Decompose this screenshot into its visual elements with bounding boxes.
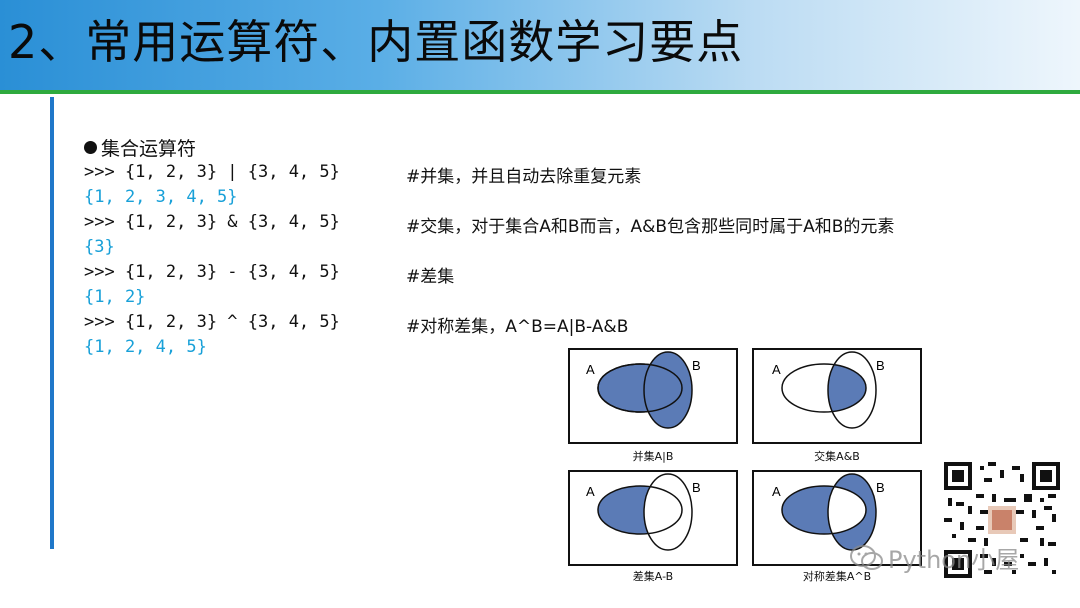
section-label: 集合运算符 xyxy=(101,138,197,160)
title-divider xyxy=(0,90,1080,94)
code-input: >>> {1, 2, 3} & {3, 4, 5} xyxy=(84,212,340,232)
qr-code-image xyxy=(944,462,1060,578)
venn-union-diagram: A B xyxy=(568,348,738,444)
watermark: Python小屋 xyxy=(850,540,1019,575)
code-comment: #并集，并且自动去除重复元素 xyxy=(406,167,642,187)
set-b-label: B xyxy=(876,480,885,495)
code-input: >>> {1, 2, 3} | {3, 4, 5} xyxy=(84,162,340,182)
code-comment: #交集，对于集合A和B而言，A&B包含那些同时属于A和B的元素 xyxy=(406,217,895,237)
set-a-label: A xyxy=(772,484,781,499)
set-b-label: B xyxy=(692,480,701,495)
set-a-label: A xyxy=(586,362,595,377)
venn-caption: 对称差集A^B xyxy=(802,570,872,583)
code-output: {1, 2, 3, 4, 5} xyxy=(84,187,238,207)
section-bullet: 集合运算符 xyxy=(84,134,196,161)
code-comment: #对称差集，A^B=A|B-A&B xyxy=(406,317,629,337)
code-output: {1, 2, 4, 5} xyxy=(84,337,207,357)
venn-symmetric-difference-diagram: A B xyxy=(752,470,922,566)
bullet-icon xyxy=(84,141,97,154)
venn-caption: 交集A&B xyxy=(814,450,860,463)
code-input: >>> {1, 2, 3} - {3, 4, 5} xyxy=(84,262,340,282)
venn-caption: 并集A|B xyxy=(632,450,674,463)
left-accent-line xyxy=(50,97,54,549)
venn-caption: 差集A-B xyxy=(632,570,674,583)
code-output: {1, 2} xyxy=(84,287,146,307)
venn-difference-diagram: A B xyxy=(568,470,738,566)
code-comment: #差集 xyxy=(406,267,455,287)
watermark-text: Python小屋 xyxy=(888,546,1020,574)
code-output: {3} xyxy=(84,237,115,257)
code-input: >>> {1, 2, 3} ^ {3, 4, 5} xyxy=(84,312,340,332)
wechat-icon xyxy=(850,544,883,570)
set-a-label: A xyxy=(772,362,781,377)
title-bar: 2、常用运算符、内置函数学习要点 xyxy=(0,0,1080,90)
set-a-label: A xyxy=(586,484,595,499)
set-b-label: B xyxy=(876,358,885,373)
set-b-label: B xyxy=(692,358,701,373)
venn-intersection-diagram: A B xyxy=(752,348,922,444)
page-title: 2、常用运算符、内置函数学习要点 xyxy=(8,15,744,69)
